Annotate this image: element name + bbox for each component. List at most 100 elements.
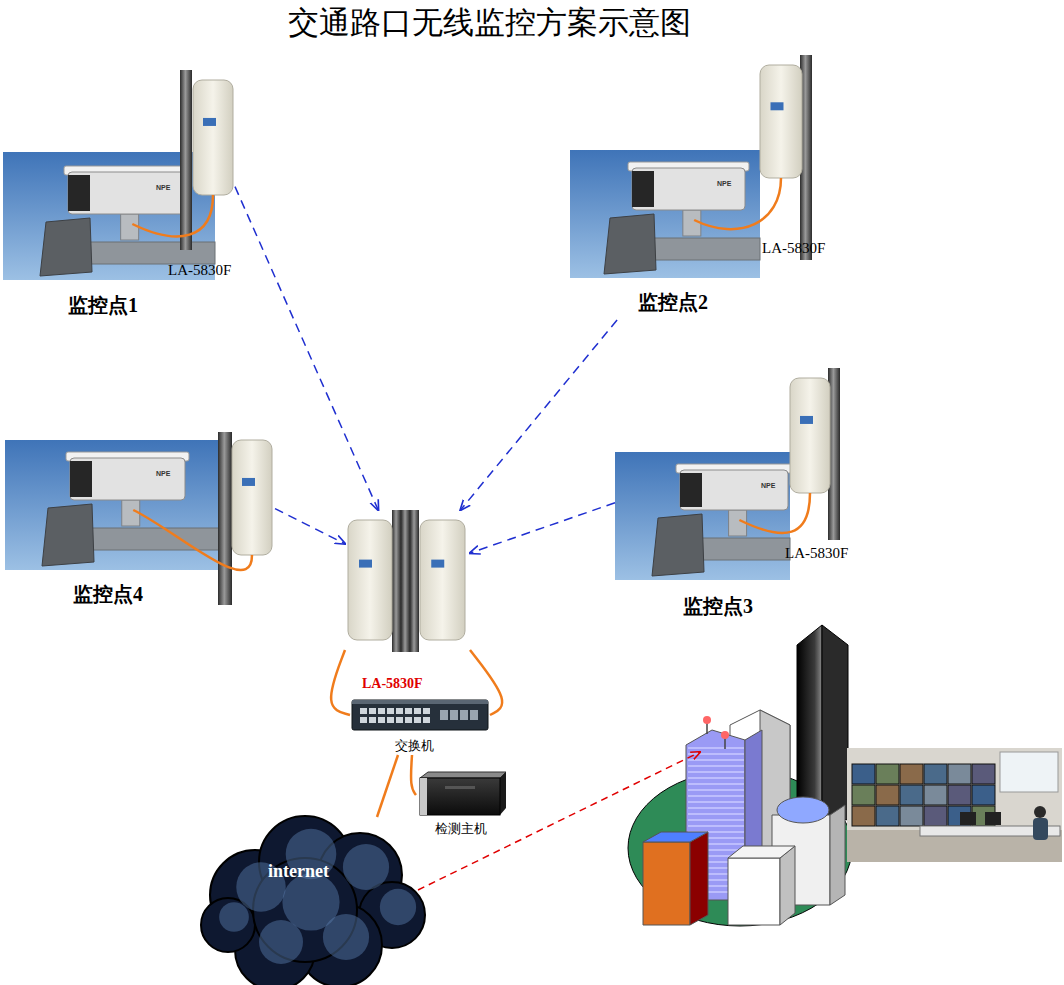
wireless-link <box>235 187 378 510</box>
window-stripe <box>688 747 744 749</box>
monitoring-illustration <box>3 70 233 280</box>
tower-side <box>822 625 848 820</box>
radio-logo <box>771 102 784 110</box>
host-top <box>420 772 506 778</box>
brand-label: NPE <box>717 180 731 187</box>
red-side <box>690 832 708 925</box>
device-label: LA-5830F <box>362 676 423 692</box>
point-label: 监控点4 <box>73 583 143 606</box>
antenna-pin <box>721 731 729 739</box>
video-wall-screen <box>900 764 923 784</box>
camera-cable <box>739 493 810 533</box>
video-wall-screen <box>924 806 947 826</box>
switch-port <box>396 717 403 723</box>
radio-logo <box>431 560 444 568</box>
device-label: 检测主机 <box>435 822 487 837</box>
window-stripe <box>688 783 744 785</box>
camera-body <box>70 458 185 500</box>
pole <box>392 510 401 652</box>
video-wall-screen <box>852 806 875 826</box>
video-wall-screen <box>876 764 899 784</box>
switch-port <box>423 708 430 714</box>
radio-unit <box>348 520 392 640</box>
host-body <box>420 778 500 815</box>
camera-cable <box>132 195 213 236</box>
access-point: LA-5830F <box>345 510 470 695</box>
desk-monitor <box>985 812 1001 825</box>
video-wall-screen <box>972 764 995 784</box>
switch-port <box>405 717 412 723</box>
host-panel <box>420 778 427 815</box>
control-room-photo <box>847 748 1062 862</box>
switch-port <box>423 717 430 723</box>
switch-port <box>378 717 385 723</box>
pole <box>410 510 419 652</box>
switch-port <box>414 708 421 714</box>
radio-unit <box>232 440 272 555</box>
host-illustration <box>420 772 506 815</box>
pole <box>218 432 232 605</box>
operator-body <box>1033 818 1048 840</box>
switch-port <box>360 717 367 723</box>
radio-unit <box>420 520 465 640</box>
device-label: LA-5830F <box>785 545 848 562</box>
video-wall-screen <box>948 785 971 805</box>
cloud-highlight <box>343 844 389 890</box>
video-wall-screen <box>924 764 947 784</box>
switch-port <box>387 708 394 714</box>
radio-logo <box>359 560 372 568</box>
window <box>1000 752 1058 792</box>
camera-body <box>680 470 788 510</box>
switch-body <box>352 700 488 730</box>
switch-port <box>378 708 385 714</box>
switch-port <box>414 717 421 723</box>
monitoring-illustration <box>5 432 272 605</box>
point-label: 监控点1 <box>68 294 138 317</box>
orange-face <box>643 842 690 925</box>
switch-top <box>352 700 488 704</box>
radio-unit <box>193 80 233 195</box>
ethernet-cable <box>331 650 350 715</box>
monitoring-point: LA-5830F 监控点1 <box>3 70 235 320</box>
wireless-link <box>275 509 345 544</box>
switch-port <box>396 708 403 714</box>
video-wall-screen <box>924 785 947 805</box>
cube-side <box>780 846 795 925</box>
video-wall-screen <box>972 785 995 805</box>
window-stripe <box>688 813 744 815</box>
antenna-pin <box>703 716 711 724</box>
mount-plate <box>42 504 94 566</box>
mount-plate <box>652 514 704 576</box>
radio-unit <box>790 378 830 493</box>
camera-body <box>68 172 185 214</box>
detection-host: 检测主机 <box>416 771 508 840</box>
window-stripe <box>688 765 744 767</box>
wan-link <box>418 752 700 890</box>
window-stripe <box>688 771 744 773</box>
sfp-port <box>450 710 458 720</box>
sky-photo <box>615 452 790 580</box>
video-wall-screen <box>852 785 875 805</box>
radio-logo <box>242 478 255 486</box>
switch-port <box>369 708 376 714</box>
wireless-link <box>461 320 618 510</box>
window-stripe <box>688 759 744 761</box>
dome-building-side <box>830 805 845 905</box>
window-stripe <box>688 825 744 827</box>
monitoring-point: LA-5830F监控点2 <box>570 55 815 320</box>
camera-front <box>680 473 702 507</box>
video-wall-screen <box>900 785 923 805</box>
cloud-label: internet <box>268 861 329 882</box>
window-stripe <box>688 753 744 755</box>
sfp-port <box>440 710 448 720</box>
device-label: LA-5830F <box>168 262 231 279</box>
brand-label: NPE <box>156 184 170 191</box>
radio-logo <box>203 118 216 126</box>
camera-front <box>632 171 654 207</box>
video-wall-screen <box>900 806 923 826</box>
device-label: 交换机 <box>395 739 434 754</box>
switch-port <box>387 717 394 723</box>
